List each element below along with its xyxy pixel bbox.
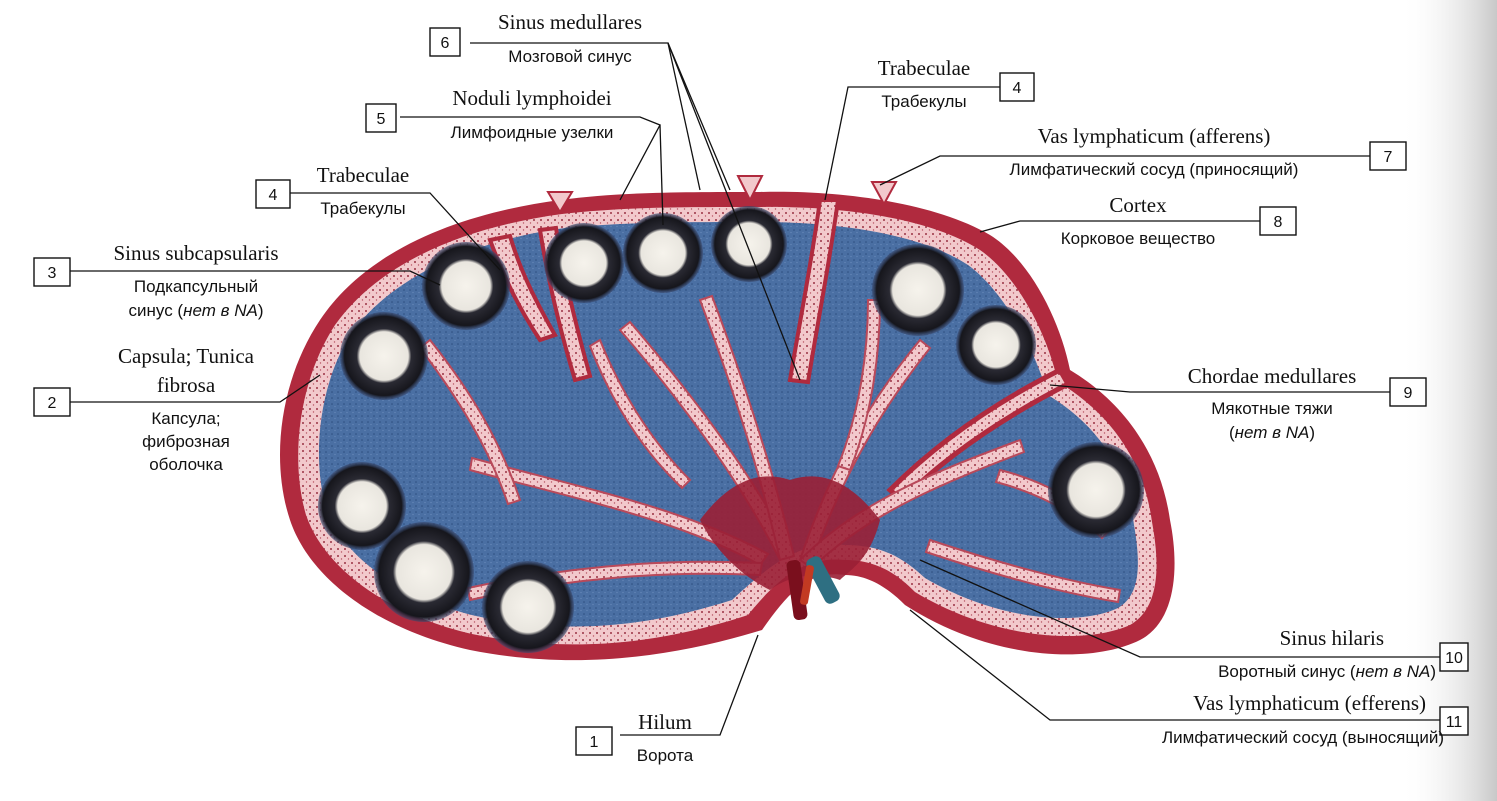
label-box-11 [1439, 706, 1469, 736]
label-number-5: 5 [377, 111, 386, 128]
label-number-8: 8 [1274, 214, 1283, 231]
nodule [482, 561, 574, 653]
nodule [956, 305, 1036, 385]
label-box-7 [1369, 141, 1407, 171]
label-russian-10: Воротный синус (нет в NA) [1218, 662, 1436, 681]
label-number-4-top: 4 [1013, 80, 1022, 97]
label-russian-8: Корковое вещество [1061, 229, 1216, 248]
label-latin-10: Sinus hilaris [1280, 626, 1384, 650]
afferent-vessel-1 [546, 191, 574, 214]
label-latin-8: Cortex [1109, 193, 1167, 217]
label-russian-3-line2: синус (нет в NA) [129, 301, 264, 320]
label-box-4-top [999, 72, 1035, 102]
label-russian-2-line2: фиброзная [142, 432, 230, 451]
label-latin-5: Noduli lymphoidei [452, 86, 611, 110]
nodule [422, 242, 510, 330]
label-number-6: 6 [441, 35, 450, 52]
label-latin-3: Sinus subcapsularis [113, 241, 278, 265]
label-russian-2-line3: оболочка [149, 455, 223, 474]
nodule [318, 462, 406, 550]
label-russian-1: Ворота [637, 746, 694, 765]
label-latin-4-left: Trabeculae [317, 163, 410, 187]
label-number-10: 10 [1445, 650, 1463, 667]
label-latin-6: Sinus medullares [498, 10, 642, 34]
label-number-9: 9 [1404, 385, 1413, 402]
nodule [711, 206, 787, 282]
hilum-vein [806, 556, 840, 604]
label-number-7: 7 [1384, 149, 1393, 166]
hilum-artery [786, 559, 808, 621]
nodule [374, 522, 474, 622]
label-number-3: 3 [48, 265, 57, 282]
label-russian-11: Лимфатический сосуд (выносящий) [1162, 728, 1444, 747]
nodule [544, 223, 624, 303]
label-russian-4-left: Трабекулы [320, 199, 405, 218]
nodule [623, 213, 703, 293]
label-box-8 [1259, 206, 1297, 236]
label-russian-3-line1: Подкапсульный [134, 277, 258, 296]
label-russian-9-line2: (нет в NA) [1229, 423, 1315, 442]
label-box-3 [33, 257, 71, 287]
label-russian-7: Лимфатический сосуд (приносящий) [1010, 160, 1299, 179]
leader-lines [70, 42, 1440, 736]
label-box-6 [429, 27, 461, 57]
afferent-vessel-3 [870, 181, 898, 207]
nodule [340, 312, 428, 400]
label-box-5 [365, 103, 397, 133]
label-number-1: 1 [590, 734, 599, 751]
label-russian-5: Лимфоидные узелки [451, 123, 614, 142]
label-latin-2-line1: Capsula; Tunica [118, 344, 255, 368]
label-russian-6: Мозговой синус [508, 47, 632, 66]
label-box-10 [1439, 642, 1469, 672]
label-latin-2-line2: fibrosa [157, 373, 216, 397]
lymphoid-nodules [318, 206, 1144, 653]
label-box-1 [575, 726, 613, 756]
label-box-9 [1389, 377, 1427, 407]
nodule [1048, 442, 1144, 538]
medulla-hilum-region [700, 476, 880, 590]
label-latin-7: Vas lymphaticum (afferens) [1038, 124, 1271, 148]
trabecula-top [787, 198, 841, 385]
label-russian-2-line1: Капсула; [151, 409, 220, 428]
label-russian-9-line1: Мякотные тяжи [1211, 399, 1333, 418]
label-number-2: 2 [48, 395, 57, 412]
nodule [872, 244, 964, 336]
label-latin-1: Hilum [638, 710, 692, 734]
label-box-4-left [255, 179, 291, 209]
lymph-node [280, 175, 1175, 661]
label-latin-11: Vas lymphaticum (efferens) [1193, 691, 1426, 715]
label-latin-9: Chordae medullares [1188, 364, 1357, 388]
afferent-vessel-2 [736, 175, 764, 203]
label-latin-4-top: Trabeculae [878, 56, 971, 80]
label-number-11: 11 [1446, 714, 1463, 731]
label-box-2 [33, 387, 71, 417]
label-russian-4-top: Трабекулы [881, 92, 966, 111]
efferent-vessel [800, 565, 814, 605]
label-number-4-left: 4 [269, 187, 278, 204]
